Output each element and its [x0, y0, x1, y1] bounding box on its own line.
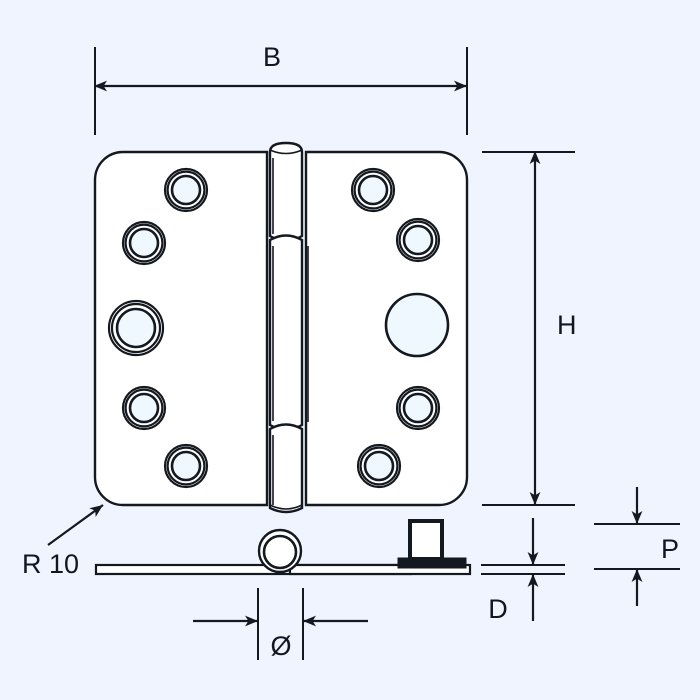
hinge-front-view [93, 141, 469, 514]
hinge-knuckle-assembly [268, 141, 309, 514]
diameter-label: Ø [270, 631, 291, 661]
left-leaf-hole-group [107, 167, 209, 489]
screw-hole [350, 167, 396, 213]
knuckle-bottom-cap-curve [269, 504, 303, 510]
clearance-hole-large [384, 292, 450, 358]
p-dimension-label: P [661, 534, 679, 564]
side-view-stud [397, 519, 467, 569]
knuckle-top-cap-curve [269, 149, 303, 155]
knuckle-segment-bottom [268, 423, 304, 514]
r10-leader-line [47, 504, 104, 546]
screw-hole [395, 385, 441, 431]
corner-radius-callout: R 10 [22, 504, 104, 579]
dimension-b: B [94, 42, 468, 135]
b-dimension-label: B [263, 42, 281, 72]
screw-hole [121, 220, 167, 266]
stud-body [408, 519, 444, 561]
screw-hole [163, 443, 209, 489]
screw-hole-large [107, 299, 165, 357]
dimension-p: P [594, 487, 680, 606]
h-dimension-label: H [557, 310, 577, 340]
right-leaf-hole-group [350, 167, 450, 489]
d-dimension-label: D [488, 594, 508, 624]
side-view-knuckle [257, 528, 303, 574]
dimension-h: H [482, 151, 577, 506]
dimension-d: D [481, 518, 565, 624]
screw-hole [356, 443, 402, 489]
hinge-side-view [94, 519, 472, 576]
dimension-diameter: Ø [193, 588, 368, 661]
knuckle-inner-circle [262, 534, 298, 570]
r10-label: R 10 [22, 549, 79, 579]
screw-hole [395, 217, 441, 263]
screw-hole [163, 167, 209, 213]
screw-hole [121, 385, 167, 431]
knuckle-segment-middle [268, 234, 304, 431]
knuckle-segment-top [268, 141, 304, 243]
